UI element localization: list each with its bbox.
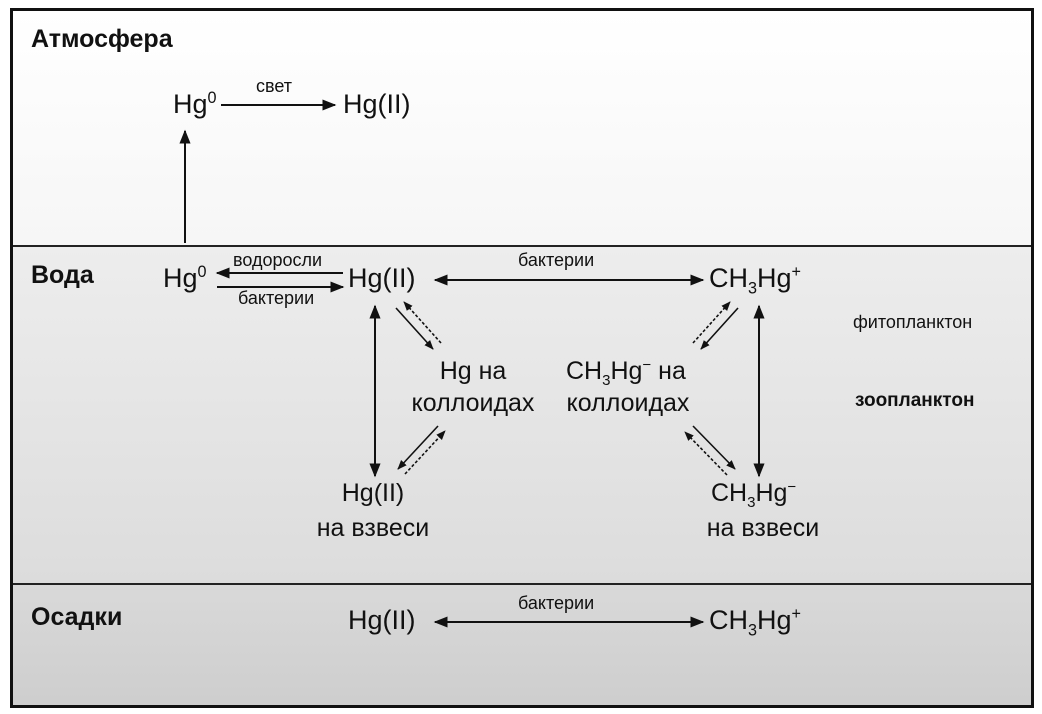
sed-hg2: Hg(II)	[348, 605, 416, 635]
water-label-bacteria-left: бактерии	[238, 288, 315, 308]
methyl-suspended-line2: на взвеси	[706, 514, 820, 542]
hg-colloid-line2: коллоидах	[411, 389, 535, 417]
arrow-mcolloid-to-msusp	[692, 425, 736, 470]
hg2-suspended-line2: на взвеси	[316, 514, 430, 542]
methyl-suspended-line1: CH3Hg−	[711, 478, 797, 511]
hg-colloid-line1: Hg на	[439, 357, 507, 385]
methyl-colloid-line2: коллоидах	[566, 389, 690, 417]
atm-hg2: Hg(II)	[343, 89, 411, 119]
sediment-zone	[13, 583, 1031, 705]
zone-label-atmosphere: Атмосфера	[31, 25, 173, 53]
sed-methylmercury: CH3Hg+	[709, 605, 801, 640]
atm-hg0: Hg0	[173, 89, 217, 119]
water-label-algae: водоросли	[233, 250, 323, 270]
arrow-colloid-to-hg2	[403, 301, 442, 344]
water-hg0: Hg0	[163, 263, 207, 293]
arrow-methyl-to-colloid	[700, 307, 739, 350]
arrow-colloid-to-susp	[397, 425, 439, 470]
water-methylmercury: CH3Hg+	[709, 263, 801, 298]
arrow-hg2-to-colloid	[395, 307, 434, 350]
phytoplankton-label: фитопланктон	[853, 312, 973, 332]
sed-label-bacteria: бактерии	[518, 593, 595, 613]
arrow-msusp-to-mcolloid	[684, 431, 728, 476]
zone-label-water: Вода	[31, 261, 94, 289]
zooplankton-label: зоопланктон	[855, 390, 975, 411]
hg2-suspended-line1: Hg(II)	[341, 479, 405, 507]
water-label-bacteria: бактерии	[518, 250, 595, 270]
water-hg2: Hg(II)	[348, 263, 416, 293]
hg-cycle-diagram: Атмосфера Вода Осадки Hg0 свет Hg(II) Hg…	[10, 8, 1034, 708]
arrows-layer	[179, 99, 765, 628]
arrow-susp-to-colloid	[404, 430, 446, 475]
water-zone	[13, 245, 1031, 585]
methyl-colloid-line1: CH3Hg− на	[566, 356, 686, 389]
arrow-colloid-to-methyl	[692, 301, 731, 344]
zone-label-sediment: Осадки	[31, 603, 123, 631]
atm-label-light: свет	[256, 76, 293, 96]
atmosphere-zone	[13, 11, 1031, 245]
